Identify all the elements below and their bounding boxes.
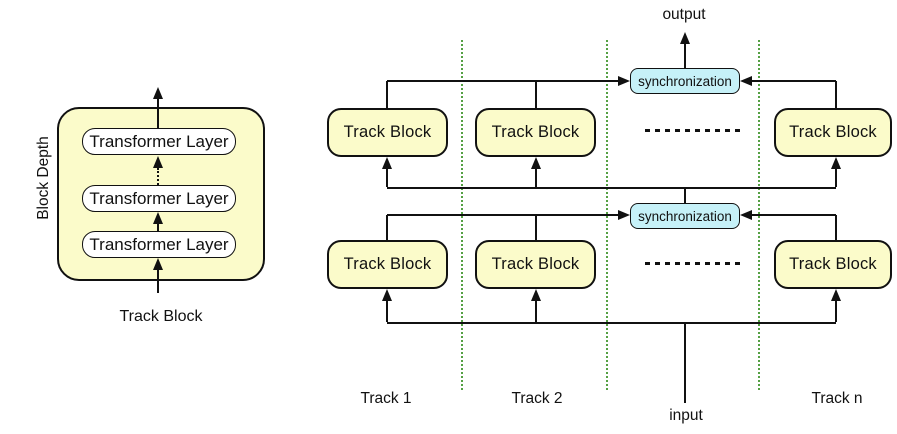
arrowhead-track1-bottom-in xyxy=(382,289,392,301)
track-block-bottom-row-1: Track Block xyxy=(327,240,448,289)
arrowhead-sync-bottom-right-in xyxy=(740,210,752,220)
transformer-layer-2: Transformer Layer xyxy=(82,185,236,212)
wire-left-bottom-in xyxy=(157,269,159,293)
arrowhead-track2-bottom-in xyxy=(531,289,541,301)
wire-track2-bottom-row-out xyxy=(535,215,537,240)
ellipsis-top-row xyxy=(645,129,742,132)
arrowhead-trackn-top-in xyxy=(831,157,841,169)
sync-box-bottom: synchronization xyxy=(630,203,740,229)
wire-track1-bottom-in xyxy=(386,301,388,322)
arrowhead-layer3-to-layer2 xyxy=(153,212,163,224)
arrowhead-track1-top-in xyxy=(382,157,392,169)
wire-trackn-top-in xyxy=(835,168,837,187)
wire-dotted-layer-link xyxy=(157,168,159,185)
track-block-top-row-2: Track Block xyxy=(475,108,596,157)
wire-input xyxy=(684,323,686,403)
track-block-top-row-n: Track Block xyxy=(774,108,892,157)
arrowhead-sync-top-right-in xyxy=(740,76,752,86)
arrowhead-left-top-out xyxy=(153,87,163,99)
track-label-1: Track 1 xyxy=(360,390,412,407)
wire-track1-top-in xyxy=(386,168,388,187)
input-label: input xyxy=(669,407,703,424)
arrowhead-dotted-layer-link xyxy=(153,156,163,168)
wire-sync-bottom-out xyxy=(684,188,686,203)
block-depth-axis-label: Block Depth xyxy=(35,136,52,220)
arrowhead-track2-top-in xyxy=(531,157,541,169)
wire-trackn-bottom-in xyxy=(835,301,837,322)
wire-layer3-to-layer2 xyxy=(157,223,159,231)
wire-trackn-bottom-row-out xyxy=(835,215,837,240)
output-label: output xyxy=(662,6,706,23)
sync-box-top: synchronization xyxy=(630,68,740,94)
wire-mid-bus-lower-right xyxy=(751,214,836,216)
arrowhead-trackn-bottom-in xyxy=(831,289,841,301)
wire-bottom-bus xyxy=(387,322,836,324)
arrowhead-sync-top-left-in xyxy=(618,76,630,86)
wire-track2-top-out xyxy=(535,81,537,108)
ellipsis-bottom-row xyxy=(645,262,742,265)
track-label-2: Track 2 xyxy=(511,390,563,407)
track-block-bottom-row-2: Track Block xyxy=(475,240,596,289)
wire-track1-bottom-row-out xyxy=(386,215,388,240)
transformer-layer-3: Transformer Layer xyxy=(82,231,236,258)
transformer-layer-1: Transformer Layer xyxy=(82,128,236,155)
track-block-top-row-1: Track Block xyxy=(327,108,448,157)
wire-track2-bottom-in xyxy=(535,301,537,322)
track-block-bottom-row-n: Track Block xyxy=(774,240,892,289)
track-block-caption: Track Block xyxy=(119,308,203,325)
wire-top-bus-left xyxy=(387,80,619,82)
wire-mid-bus-lower-left xyxy=(387,214,619,216)
wire-trackn-top-out xyxy=(835,81,837,108)
arrowhead-sync-bottom-left-in xyxy=(618,210,630,220)
wire-left-top-out xyxy=(157,99,159,128)
arrowhead-output xyxy=(680,32,690,44)
wire-top-bus-right xyxy=(751,80,836,82)
wire-track1-top-out xyxy=(386,81,388,108)
arrowhead-left-bottom-in xyxy=(153,258,163,270)
track-label-n: Track n xyxy=(811,390,863,407)
wire-output xyxy=(684,43,686,68)
wire-mid-bus-upper xyxy=(387,187,836,189)
wire-track2-top-in xyxy=(535,168,537,187)
